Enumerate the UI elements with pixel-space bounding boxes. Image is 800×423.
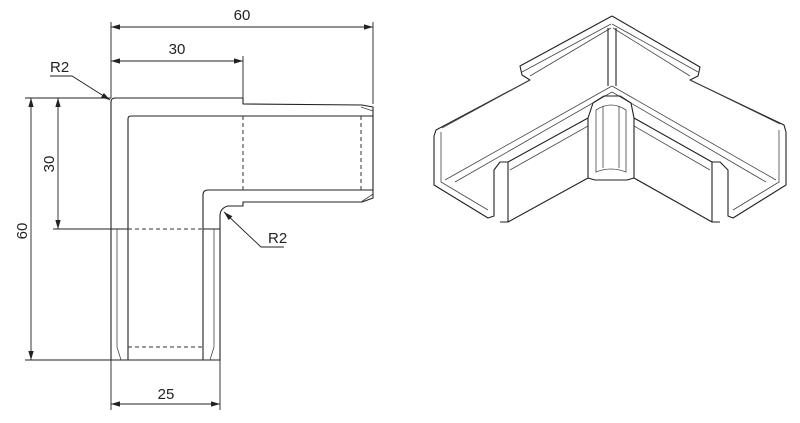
dim-overall-height: 60: [14, 223, 31, 240]
elbow-front-view: [110, 97, 374, 361]
elbow-isometric-view: [433, 15, 787, 223]
dim-side-segment: 30: [41, 156, 58, 173]
dim-top-segment: 30: [169, 41, 186, 58]
dimension-lines: [25, 22, 374, 410]
dim-overall-width: 60: [234, 7, 251, 24]
dim-outer-radius: R2: [50, 59, 69, 76]
dim-leg-width: 25: [158, 386, 175, 403]
dim-inner-radius: R2: [268, 230, 287, 247]
